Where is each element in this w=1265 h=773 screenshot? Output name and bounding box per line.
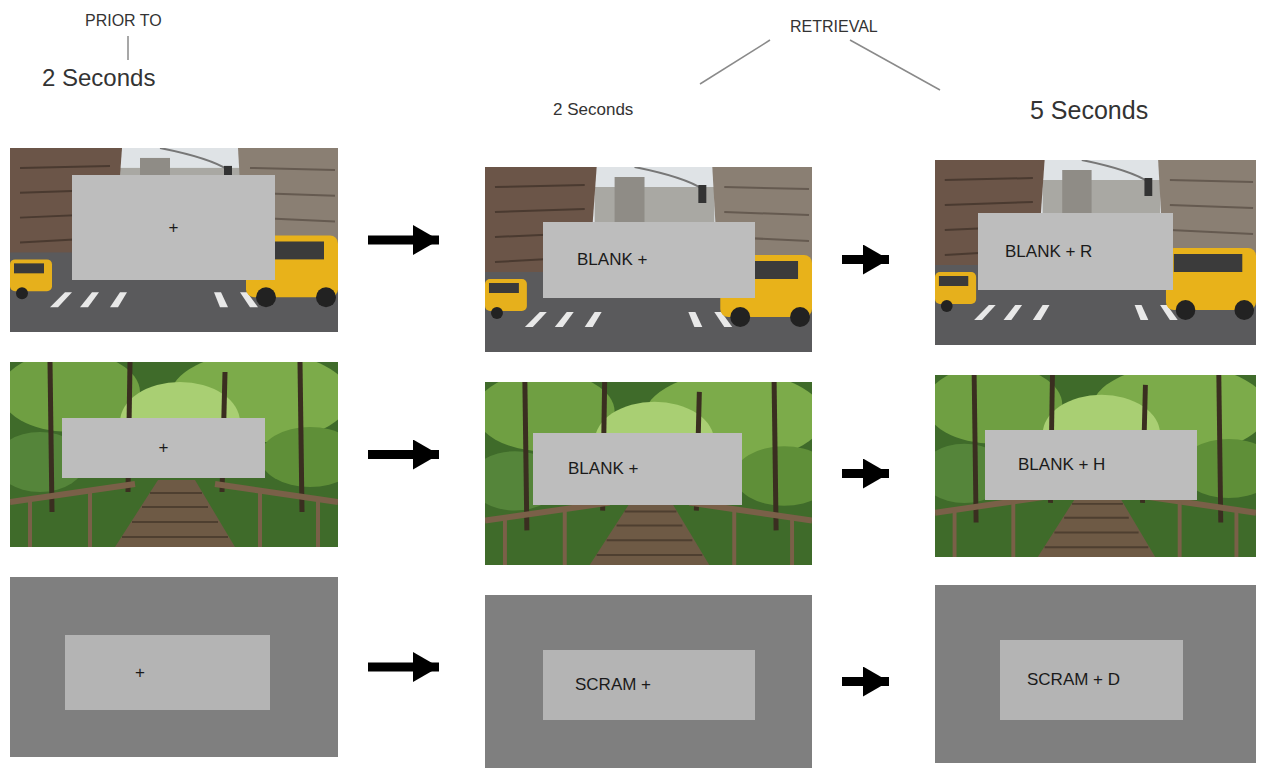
block-arrow (842, 469, 889, 478)
grey-text-box: + (62, 418, 265, 478)
trial-text: SCRAM + D (1027, 670, 1120, 690)
stimulus-panel: + (10, 362, 338, 547)
trial-text: + (169, 218, 179, 238)
stimulus-panel: + (10, 577, 338, 757)
block-arrow (842, 677, 889, 686)
stimulus-panel: BLANK + R (935, 160, 1256, 345)
grey-text-box: BLANK + (533, 433, 742, 505)
duration-label: 5 Seconds (1030, 96, 1148, 125)
grey-text-box: SCRAM + (543, 650, 755, 720)
trial-text: + (159, 438, 169, 458)
trial-text: BLANK + H (1018, 455, 1105, 475)
grey-text-box: + (65, 635, 270, 710)
trial-text: + (135, 663, 145, 683)
stimulus-panel: BLANK + H (935, 375, 1256, 557)
stimulus-panel: BLANK + (485, 167, 812, 352)
grey-text-box: BLANK + R (978, 213, 1173, 290)
phase-heading: RETRIEVAL (790, 18, 878, 36)
trial-text: BLANK + R (1005, 242, 1092, 262)
grey-text-box: BLANK + H (985, 430, 1197, 500)
block-arrow (368, 450, 439, 459)
grey-text-box: SCRAM + D (1000, 640, 1183, 720)
block-arrow (368, 236, 439, 245)
stimulus-panel: + (10, 148, 338, 332)
grey-text-box: + (72, 175, 275, 280)
trial-text: SCRAM + (575, 675, 651, 695)
stimulus-panel: SCRAM + D (935, 585, 1256, 763)
block-arrow (842, 255, 889, 264)
grey-text-box: BLANK + (543, 222, 755, 298)
leader-lines (128, 36, 940, 90)
phase-heading: PRIOR TO (85, 12, 162, 30)
stimulus-panel: SCRAM + (485, 595, 812, 768)
stimulus-panel: BLANK + (485, 382, 812, 565)
duration-label: 2 Seconds (42, 64, 155, 92)
block-arrow (368, 663, 439, 672)
trial-text: BLANK + (568, 459, 638, 479)
trial-text: BLANK + (577, 250, 647, 270)
duration-label: 2 Seconds (553, 100, 633, 120)
